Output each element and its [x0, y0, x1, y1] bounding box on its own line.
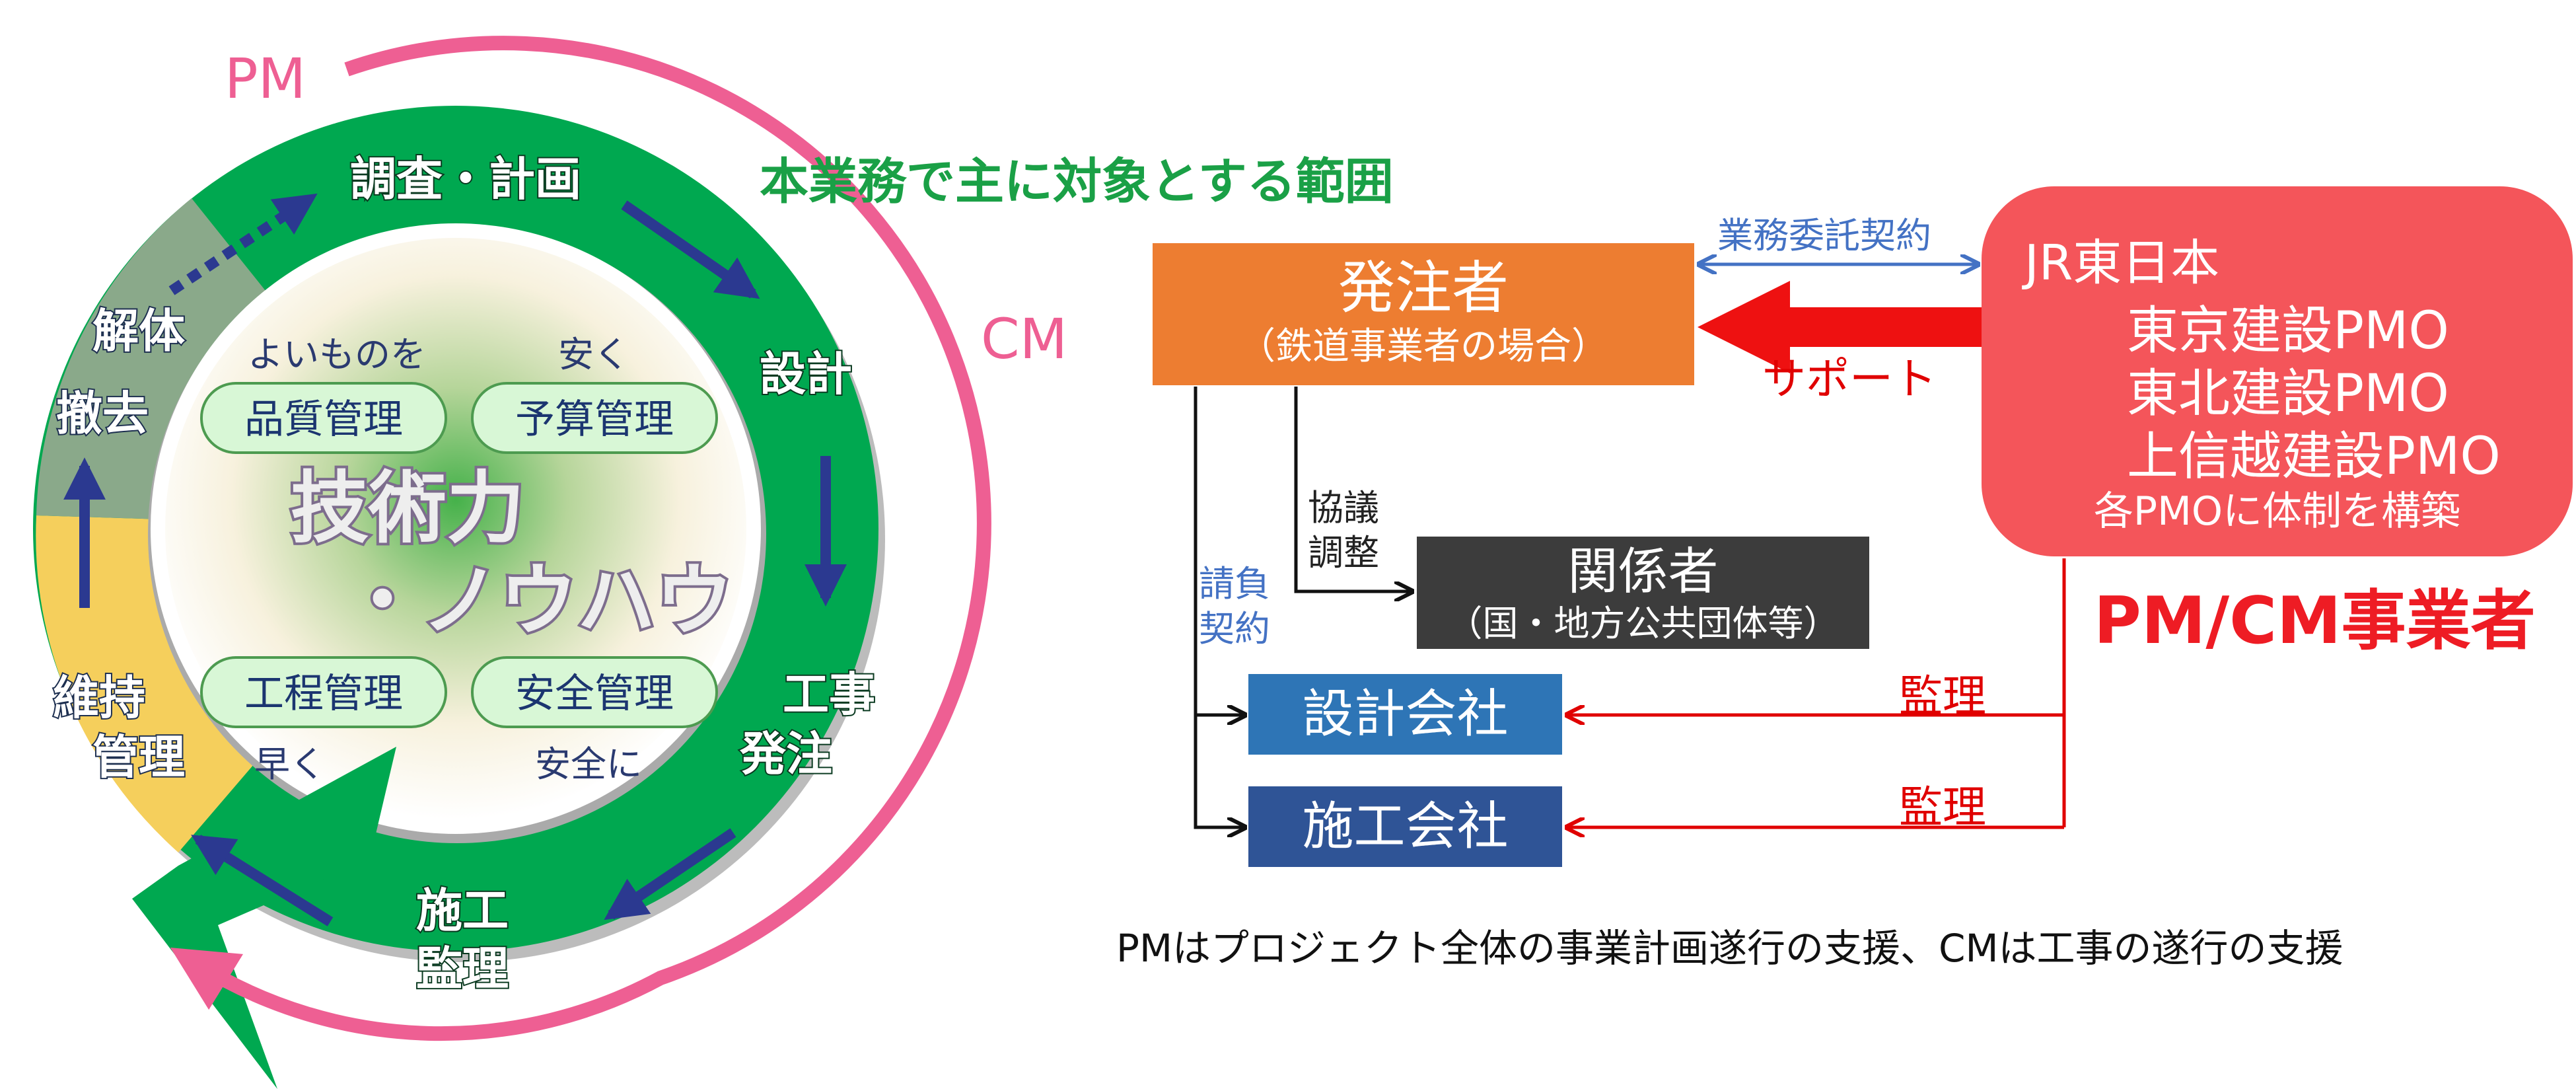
cm-label: CM [981, 307, 1067, 371]
order-contract-label: 請負 契約 [1199, 562, 1270, 652]
pm-arc [170, 36, 991, 1041]
order-contract-label-1: 請負 [1199, 563, 1270, 605]
caption-safety: 安全に [535, 743, 642, 785]
center-title-line1: 技術力 [291, 463, 524, 554]
arrow-demolition-to-plan [168, 193, 318, 295]
footnote: PMはプロジェクト全体の事業計画遂行の支援、CMは工事の遂行の支援 [1116, 926, 2343, 971]
scope-label: 本業務で主に対象とする範囲 [760, 153, 1394, 210]
pill-quality-label: 品質管理 [244, 396, 403, 443]
client-box: 発注者 （鉄道事業者の場合） [1153, 243, 1694, 385]
pmo-item-tokyo: 東京建設PMO [2127, 301, 2449, 361]
stakeholders-subtitle: （国・地方公共団体等） [1447, 603, 1840, 644]
stage-demolition-2: 撤去 [56, 387, 149, 441]
big-green-arrow [132, 747, 396, 1089]
center-title-line2: ・ノウハウ [343, 555, 733, 646]
stage-supervision-1: 施工 [416, 883, 509, 938]
consultation-label-1: 協議 [1308, 487, 1379, 529]
pm-label: PM [225, 46, 306, 111]
pmo-item-joshinetsu: 上信越建設PMO [2127, 427, 2501, 486]
arrow-supervision-to-maintenance [191, 835, 334, 926]
pill-safety: 安全管理 [471, 656, 718, 728]
pm-cm-title: JR東日本 [2024, 235, 2220, 291]
consultation-label: 協議 調整 [1308, 486, 1379, 576]
pmo-note: 各PMOに体制を構築 [2093, 488, 2461, 535]
caption-quality: よいものを [248, 334, 426, 375]
consultation-label-2: 調整 [1308, 532, 1379, 574]
stage-construction-order-1: 工事 [783, 667, 875, 722]
pill-quality: 品質管理 [200, 382, 447, 454]
construction-company-box: 施工会社 [1248, 786, 1562, 867]
stakeholders-box: 関係者 （国・地方公共団体等） [1417, 537, 1869, 649]
stage-maintenance-1: 維持 [53, 671, 145, 725]
support-label: サポート [1762, 354, 1937, 404]
order-contract-label-2: 契約 [1199, 608, 1270, 650]
pill-schedule-label: 工程管理 [244, 671, 403, 717]
stage-supervision-2: 監理 [416, 942, 509, 996]
stage-survey-plan: 調査・計画 [350, 152, 581, 206]
lifecycle-diagram: PM CM 調査・計画 設計 工事 発注 施工 監理 維持 管理 解体 撤去 技… [33, 36, 1067, 1089]
design-company-box: 設計会社 [1248, 674, 1562, 755]
connector-to-construction [1194, 715, 1245, 827]
pm-cm-caption: PM/CM事業者 [2094, 583, 2536, 659]
pill-budget-label: 予算管理 [515, 396, 674, 443]
stage-demolition-1: 解体 [92, 304, 185, 358]
supervision-label-design: 監理 [1899, 671, 1986, 722]
client-title: 発注者 [1338, 255, 1509, 321]
connector-to-design [1194, 387, 1245, 715]
arrow-plan-to-design [621, 200, 760, 299]
pill-budget: 予算管理 [471, 382, 718, 454]
caption-schedule: 早く [254, 743, 326, 785]
pmo-item-tohoku: 東北建設PMO [2127, 364, 2449, 424]
stakeholders-title: 関係者 [1567, 542, 1719, 601]
pill-safety-label: 安全管理 [515, 671, 674, 717]
stage-maintenance-2: 管理 [92, 730, 185, 784]
pm-cm-box [1982, 186, 2573, 556]
stage-construction-order-2: 発注 [740, 727, 832, 781]
stage-design: 設計 [760, 347, 852, 401]
arrow-order-to-supervision [604, 828, 736, 920]
pill-schedule: 工程管理 [200, 656, 447, 728]
caption-budget: 安く [558, 334, 629, 375]
client-subtitle: （鉄道事業者の場合） [1238, 325, 1608, 368]
contract-label: 業務委託契約 [1717, 215, 1931, 256]
stage-arrows [63, 193, 847, 926]
supervision-label-construction: 監理 [1899, 782, 1986, 833]
